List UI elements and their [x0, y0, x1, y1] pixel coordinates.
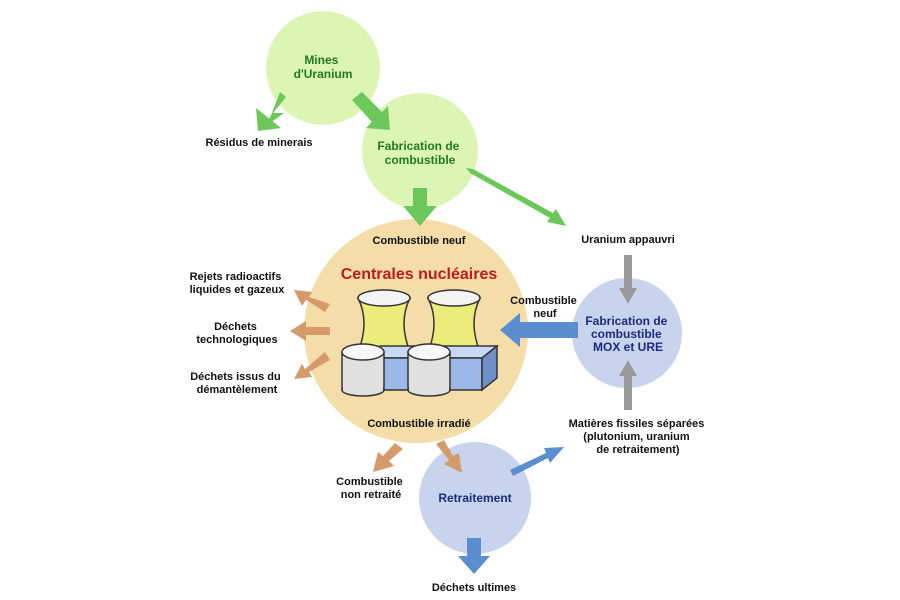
- mox-circle: [572, 278, 682, 388]
- label-combustible-neuf-top: Combustible neuf: [373, 235, 466, 247]
- arrow-fabrication-to-centrales: [403, 188, 437, 226]
- cooling-tower-right: [426, 289, 482, 353]
- label-dechets-ultimes: Déchets ultimes: [432, 582, 516, 594]
- mox-title: Fabrication de combustible MOX et URE: [585, 314, 670, 354]
- fabrication-title: Fabrication de combustible: [377, 139, 462, 167]
- mines-title: Mines d'Uranium: [294, 53, 353, 81]
- label-uranium-appauvri: Uranium appauvri: [581, 234, 675, 246]
- arrow-retraitement-to-matieres: [510, 447, 564, 476]
- label-residus: Résidus de minerais: [206, 137, 313, 149]
- arrow-fabrication-to-uranium: [466, 168, 566, 226]
- arrow-uranium-to-mox: [619, 255, 637, 304]
- arrow-to-rejets: [294, 290, 330, 312]
- label-dechets-demantelement: Déchets issus du démantèlement: [190, 371, 284, 396]
- arrow-mines-to-fabrication: [352, 92, 390, 130]
- centrales-circle: [304, 219, 528, 443]
- label-combustible-non-retraite: Combustible non retraité: [336, 476, 406, 501]
- arrow-to-dechets-demantelement: [294, 352, 330, 379]
- cooling-tower-left: [356, 289, 412, 353]
- reactor-illustration: [341, 289, 500, 397]
- arrow-to-dechets-techno: [290, 321, 330, 341]
- label-combustible-neuf-right: Combustible neuf: [510, 295, 580, 320]
- retraitement-circle: [419, 442, 531, 554]
- mines-circle: [266, 11, 380, 125]
- label-matieres: Matières fissiles séparées (plutonium, u…: [569, 418, 708, 456]
- arrow-mines-to-residus-head: [256, 108, 281, 131]
- label-rejets: Rejets radioactifs liquides et gazeux: [190, 271, 286, 296]
- reactor-dome-right: [407, 343, 451, 397]
- arrow-to-retraitement: [436, 440, 462, 473]
- arrow-mox-to-centrales: [500, 313, 578, 347]
- label-combustible-irradie: Combustible irradié: [367, 418, 470, 430]
- arrow-matieres-to-mox: [619, 360, 637, 410]
- reactor-dome-left: [341, 343, 385, 397]
- arrow-to-combustible-non-retraite: [373, 443, 403, 472]
- fabrication-circle: [362, 93, 478, 209]
- centrales-title: Centrales nucléaires: [341, 266, 498, 283]
- retraitement-title: Retraitement: [438, 491, 511, 505]
- arrow-retraitement-to-dechets: [458, 538, 490, 574]
- label-dechets-techno: Déchets technologiques: [196, 321, 277, 346]
